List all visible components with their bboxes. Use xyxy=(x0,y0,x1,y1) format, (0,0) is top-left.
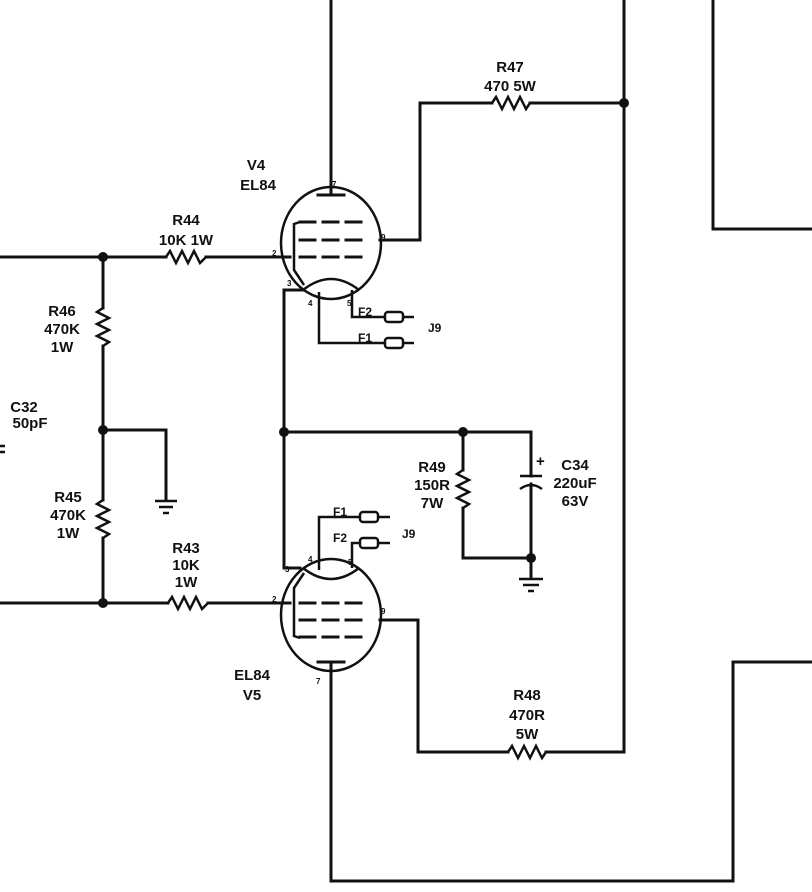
r46-value: 470K xyxy=(44,321,80,338)
r48-power: 5W xyxy=(516,726,539,743)
r43-power: 1W xyxy=(175,574,198,591)
j9-top-ref: J9 xyxy=(428,321,442,335)
c34-polarity: + xyxy=(536,453,545,470)
resistor-r49 xyxy=(454,468,472,510)
ground-symbol xyxy=(519,577,543,593)
r45-power: 1W xyxy=(57,525,80,542)
r47-value: 470 5W xyxy=(484,78,537,95)
v4-pin-grid1: 2 xyxy=(272,249,277,258)
j9-bottom-f1: F1 xyxy=(333,505,347,519)
resistor-r48 xyxy=(506,743,548,761)
capacitor-c32 xyxy=(0,444,5,454)
r46-power: 1W xyxy=(51,339,74,356)
r49-value: 150R xyxy=(414,477,450,494)
tube-v5 xyxy=(279,557,383,673)
v5-pin-cathode: 3 xyxy=(285,565,290,574)
v5-pin-screen: 9 xyxy=(381,607,386,616)
r49-ref: R49 xyxy=(418,459,446,476)
j9-top-f2: F2 xyxy=(358,305,372,319)
r48-ref: R48 xyxy=(513,687,541,704)
tube-v4 xyxy=(279,185,383,301)
r49-power: 7W xyxy=(421,495,444,512)
v4-pin-cathode: 3 xyxy=(287,279,292,288)
c34-ref: C34 xyxy=(561,457,589,474)
r45-ref: R45 xyxy=(54,489,82,506)
c34-voltage: 63V xyxy=(562,493,589,510)
resistor-r45 xyxy=(94,498,112,540)
ground-symbol xyxy=(155,499,177,515)
j9-top-f1: F1 xyxy=(358,331,372,345)
resistor-r47 xyxy=(490,94,532,112)
r44-ref: R44 xyxy=(172,212,200,229)
v4-pin-anode: 7 xyxy=(332,180,337,189)
v5-pin-grid1: 2 xyxy=(272,595,277,604)
r44-value: 10K 1W xyxy=(159,232,214,249)
v4-type: EL84 xyxy=(240,177,277,194)
c32-value: 50pF xyxy=(12,415,47,432)
j9-bottom-ref: J9 xyxy=(402,527,416,541)
v4-pin-heater-b: 5 xyxy=(347,299,352,308)
v5-pin-anode: 7 xyxy=(316,677,321,686)
r48-value: 470R xyxy=(509,707,545,724)
v4-pin-heater-a: 4 xyxy=(308,299,313,308)
v5-pin-heater-b: 5 xyxy=(348,558,353,567)
resistor-r43 xyxy=(166,594,209,612)
r43-ref: R43 xyxy=(172,540,200,557)
r43-value: 10K xyxy=(172,557,200,574)
j9-bottom-f2: F2 xyxy=(333,531,347,545)
v4-ref: V4 xyxy=(247,157,266,174)
c32-ref: C32 xyxy=(10,399,38,416)
v5-pin-heater-a: 4 xyxy=(308,555,313,564)
v5-ref: V5 xyxy=(243,687,261,704)
r45-value: 470K xyxy=(50,507,86,524)
resistor-r46 xyxy=(94,306,112,348)
resistor-r44 xyxy=(164,248,207,266)
connector-j9-top xyxy=(383,310,414,350)
v4-pin-screen: 9 xyxy=(381,233,386,242)
v5-type: EL84 xyxy=(234,667,271,684)
r47-ref: R47 xyxy=(496,59,524,76)
c34-value: 220uF xyxy=(553,475,596,492)
r46-ref: R46 xyxy=(48,303,76,320)
connector-j9-bottom xyxy=(358,510,390,550)
junction-dot xyxy=(98,598,108,608)
